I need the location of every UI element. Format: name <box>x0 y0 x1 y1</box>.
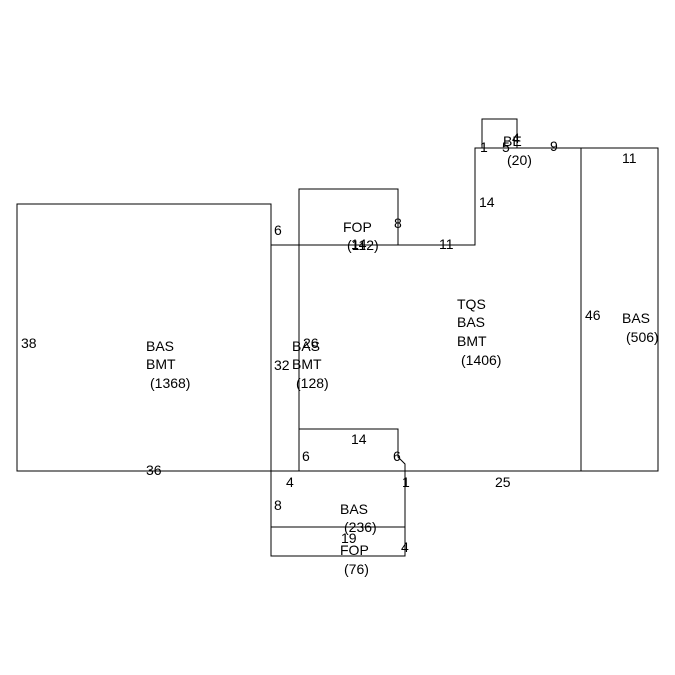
dimension-label: 1 <box>480 139 488 155</box>
area-label-fop-top: FOP (112) <box>343 219 379 253</box>
area-label-right-bas: BAS (506) <box>622 310 659 345</box>
outlines <box>16 118 659 557</box>
outline-left-bas-bmt <box>16 203 272 472</box>
dimension-labels: 38 36 6 32 26 8 14 11 14 1 5 4 9 11 46 1… <box>21 130 637 555</box>
area-labels: BAS BMT (1368) BAS BMT (128) FOP (112) B… <box>146 133 659 577</box>
dimension-label: 46 <box>585 307 601 323</box>
dimension-label: 32 <box>274 357 290 373</box>
dimension-label: 6 <box>393 448 401 464</box>
dimension-label: 9 <box>550 138 558 154</box>
dimension-label: 8 <box>394 215 402 231</box>
outline-bottom-fop <box>270 526 406 557</box>
dimension-label: 19 <box>341 530 357 546</box>
outline-narrow-bas-bmt <box>271 244 300 472</box>
dimension-label: 14 <box>479 194 495 210</box>
area-label-narrow-bas-bmt: BAS BMT (128) <box>292 338 329 391</box>
area-label-tqs-bas-bmt: TQS BAS BMT (1406) <box>457 296 501 368</box>
area-label-bottom-fop: FOP (76) <box>340 542 372 577</box>
dimension-label: 1 <box>402 474 410 490</box>
dimension-label: 4 <box>512 130 520 146</box>
outline-tqs-bas-bmt <box>298 147 582 472</box>
dimension-label: 38 <box>21 335 37 351</box>
dimension-label: 26 <box>303 335 319 351</box>
area-label-bottom-bas: BAS (236) <box>340 501 377 535</box>
dimension-label: 14 <box>351 431 367 447</box>
dimension-label: 11 <box>439 236 454 252</box>
dimension-label: 8 <box>274 497 282 513</box>
dimension-label: 14 <box>351 236 367 252</box>
dimension-label: 25 <box>495 474 511 490</box>
dimension-label: 11 <box>622 150 637 166</box>
dimension-label: 5 <box>502 139 510 155</box>
area-label-left-bas-bmt: BAS BMT (1368) <box>146 338 190 391</box>
area-label-be-small: BE (20) <box>503 133 532 168</box>
dimension-label: 6 <box>274 222 282 238</box>
dimension-label: 4 <box>401 539 409 555</box>
dimension-label: 36 <box>146 462 162 478</box>
dimension-label: 6 <box>302 448 310 464</box>
dimension-label: 4 <box>286 474 294 490</box>
